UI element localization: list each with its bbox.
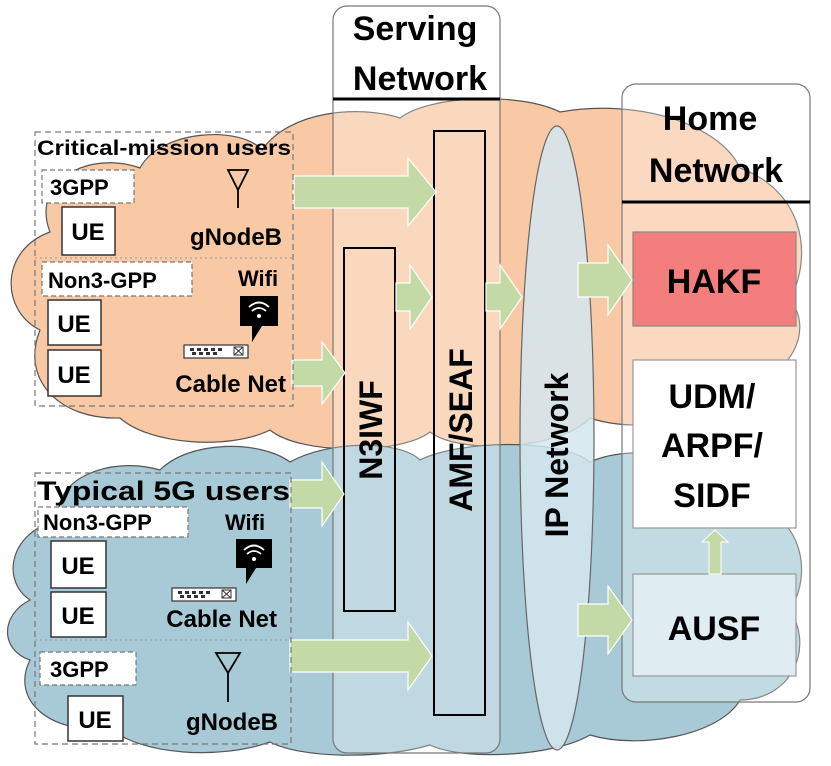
serving-network-title-line1: Serving <box>353 10 478 48</box>
critical-3gpp-ue-box <box>61 206 116 256</box>
home-network-title-line2: Network <box>649 152 783 190</box>
typical-3gpp-section-box <box>39 651 137 686</box>
critical-wifi-router-icon <box>240 296 278 342</box>
typical-non3gpp-ue2-box <box>50 591 107 638</box>
typical-3gpp-ue-box <box>67 695 124 742</box>
n3iwf-label: N3IWF <box>353 380 389 480</box>
typical-users-group-border <box>34 472 292 745</box>
udm-label-line1: UDM/ <box>669 378 756 416</box>
amf-to-ip-arrow <box>485 263 523 331</box>
typical-users-title: Typical 5G users <box>37 476 290 506</box>
critical-cablenet-arrow <box>291 340 346 406</box>
typical-gnodeb-label: gNodeB <box>186 709 278 736</box>
critical-non3gpp-section-box <box>41 261 193 297</box>
critical-3gpp-arrow <box>293 156 437 228</box>
ip-network-ellipse <box>519 125 595 751</box>
critical-gnodeb-label: gNodeB <box>190 224 282 251</box>
critical-cable-net-label: Cable Net <box>175 371 286 398</box>
amf-seaf-label: AMF/SEAF <box>443 348 479 512</box>
ip-to-hakf-arrow <box>577 243 633 317</box>
critical-non3gpp-ue2-label: UE <box>57 362 90 389</box>
ip-to-ausf-arrow <box>577 584 633 656</box>
n3iwf-to-amf-arrow-top <box>395 263 433 331</box>
typical-3gpp-ue-label: UE <box>78 707 111 734</box>
critical-non3gpp-ue1-box <box>47 299 102 346</box>
typical-antenna-icon <box>214 652 242 702</box>
typical-wifi-router-icon <box>236 539 272 584</box>
critical-users-cloud <box>10 98 803 450</box>
critical-3gpp-section-label: 3GPP <box>50 175 109 200</box>
critical-users-title: Critical-mission users <box>37 137 291 160</box>
amf-seaf-box <box>433 130 486 716</box>
typical-cable-net-label: Cable Net <box>166 606 277 633</box>
typical-non3gpp-arrow <box>289 460 345 528</box>
typical-non3gpp-section-box <box>37 506 189 538</box>
critical-non3gpp-ue2-box <box>47 349 102 397</box>
critical-non3gpp-ue1-label: UE <box>57 311 90 338</box>
critical-non3gpp-section-label: Non3-GPP <box>48 268 157 293</box>
critical-wifi-label: Wifi <box>238 266 278 291</box>
typical-cable-modem-icon <box>171 587 237 602</box>
typical-wifi-label: Wifi <box>225 510 265 535</box>
udm-label-line3: SIDF <box>673 477 750 515</box>
critical-cable-modem-icon <box>183 344 249 359</box>
typical-non3gpp-ue2-label: UE <box>61 603 94 630</box>
typical-3gpp-section-label: 3GPP <box>50 657 109 682</box>
critical-antenna-icon <box>226 169 250 208</box>
serving-network-title-line2: Network <box>353 60 487 98</box>
typical-3gpp-arrow <box>289 620 433 692</box>
typical-non3gpp-ue1-box <box>50 540 107 589</box>
ausf-label: AUSF <box>668 610 761 648</box>
hakf-box <box>632 231 797 327</box>
ip-network-label: IP Network <box>539 372 575 537</box>
n3iwf-box <box>343 247 396 612</box>
ausf-to-udm-arrow <box>700 529 730 575</box>
critical-3gpp-ue-label: UE <box>71 219 104 246</box>
critical-users-group-border <box>34 131 294 407</box>
udm-arpf-sidf-box <box>632 359 797 529</box>
critical-3gpp-section-box <box>41 169 135 204</box>
ausf-box <box>632 573 797 677</box>
udm-label-line2: ARPF/ <box>661 427 764 465</box>
typical-non3gpp-ue1-label: UE <box>61 553 94 580</box>
typical-non3gpp-section-label: Non3-GPP <box>43 510 152 535</box>
hakf-label: HAKF <box>667 263 761 301</box>
home-network-title-line1: Home <box>663 100 757 138</box>
